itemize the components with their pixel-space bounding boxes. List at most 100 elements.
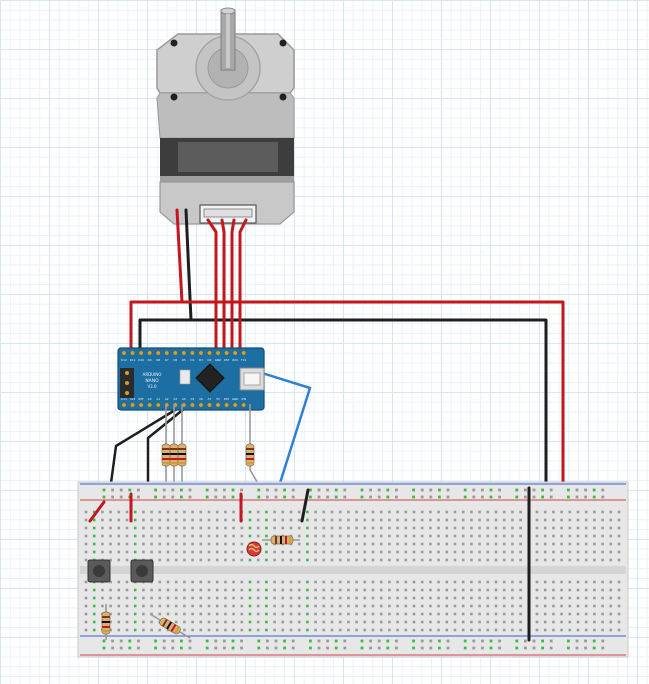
rail-hole (481, 639, 484, 643)
nano-bottom-pin (189, 402, 195, 408)
terminal-hole (150, 534, 153, 538)
terminal-hole (601, 628, 604, 632)
terminal-hole (560, 518, 563, 522)
terminal-hole (166, 596, 170, 600)
terminal-hole (191, 604, 194, 608)
terminal-hole (584, 628, 588, 632)
terminal-hole (240, 620, 244, 624)
terminal-hole (199, 518, 203, 522)
terminal-hole (224, 526, 227, 530)
terminal-hole (355, 628, 358, 632)
terminal-hole (199, 510, 203, 514)
terminal-hole (224, 628, 227, 632)
terminal-hole (199, 558, 203, 562)
terminal-hole (289, 518, 293, 522)
rail-hole (154, 639, 157, 643)
wire-motor-red (175, 208, 184, 304)
terminal-hole (535, 580, 539, 584)
terminal-hole (355, 542, 358, 546)
terminal-hole (355, 588, 358, 592)
rail-hole (128, 639, 132, 643)
resistor-6 (101, 604, 111, 640)
rail-hole (515, 488, 519, 492)
terminal-hole (584, 596, 588, 600)
nano-bottom-pin (138, 402, 144, 408)
nano-top-pin-label: TX1 (240, 358, 247, 362)
terminal-hole (338, 596, 342, 600)
terminal-hole (355, 612, 358, 616)
terminal-hole (240, 534, 244, 538)
terminal-hole (371, 518, 375, 522)
terminal-hole (314, 526, 317, 530)
terminal-hole (519, 542, 522, 546)
rail-hole (438, 639, 441, 643)
nano-bottom-pin-label: A1 (156, 397, 160, 401)
nano-top-pin-label: D4 (190, 358, 194, 362)
nano-bottom-pin (198, 402, 204, 408)
rail-hole (111, 639, 114, 643)
terminal-hole (240, 612, 244, 616)
terminal-hole (232, 620, 235, 624)
rail-hole (231, 646, 235, 650)
terminal-hole (109, 604, 112, 608)
terminal-hole (388, 534, 391, 538)
terminal-hole (576, 620, 580, 624)
terminal-hole (453, 510, 457, 514)
terminal-hole (519, 526, 522, 530)
rail-hole (567, 646, 570, 650)
terminal-hole (84, 588, 88, 592)
terminal-hole (166, 612, 170, 616)
terminal-hole (117, 518, 121, 522)
terminal-hole (494, 612, 498, 616)
terminal-hole (396, 550, 399, 554)
terminal-hole (273, 526, 276, 530)
terminal-hole (133, 620, 137, 624)
terminal-hole (142, 628, 145, 632)
terminal-hole (478, 588, 481, 592)
terminal-hole (117, 596, 121, 600)
terminal-hole (330, 558, 334, 562)
rail-hole (137, 646, 140, 650)
rail-hole (257, 495, 261, 499)
terminal-hole (494, 510, 498, 514)
terminal-hole (84, 550, 88, 554)
rail-hole (541, 495, 544, 499)
terminal-hole (519, 580, 522, 584)
terminal-hole (461, 604, 465, 608)
terminal-hole (420, 542, 424, 546)
terminal-hole (420, 628, 424, 632)
rail-hole (377, 488, 381, 492)
terminal-hole (125, 550, 129, 554)
nano-top-pin-label: D12 (121, 358, 127, 362)
terminal-hole (461, 588, 465, 592)
wire-ground-black (138, 318, 548, 490)
rail-hole (102, 646, 106, 650)
nano-top-pin (155, 350, 161, 356)
nano-bottom-pin (155, 402, 161, 408)
terminal-hole (404, 542, 408, 546)
terminal-hole (109, 596, 112, 600)
rail-hole (472, 495, 476, 499)
nano-bottom-pin (147, 402, 153, 408)
rail-hole (326, 646, 329, 650)
rail-hole (395, 646, 398, 650)
terminal-hole (371, 588, 375, 592)
terminal-hole (347, 596, 350, 600)
terminal-hole (543, 620, 547, 624)
terminal-hole (552, 558, 555, 562)
terminal-hole (478, 604, 481, 608)
terminal-hole (240, 580, 244, 584)
terminal-hole (478, 620, 481, 624)
terminal-hole (388, 588, 391, 592)
terminal-hole (511, 510, 514, 514)
terminal-hole (248, 628, 252, 632)
terminal-hole (519, 588, 522, 592)
terminal-hole (502, 558, 506, 562)
terminal-hole (174, 550, 178, 554)
terminal-hole (338, 580, 342, 584)
terminal-hole (494, 588, 498, 592)
rail-hole (283, 646, 286, 650)
rail-hole (446, 495, 450, 499)
terminal-hole (396, 534, 399, 538)
terminal-hole (494, 518, 498, 522)
